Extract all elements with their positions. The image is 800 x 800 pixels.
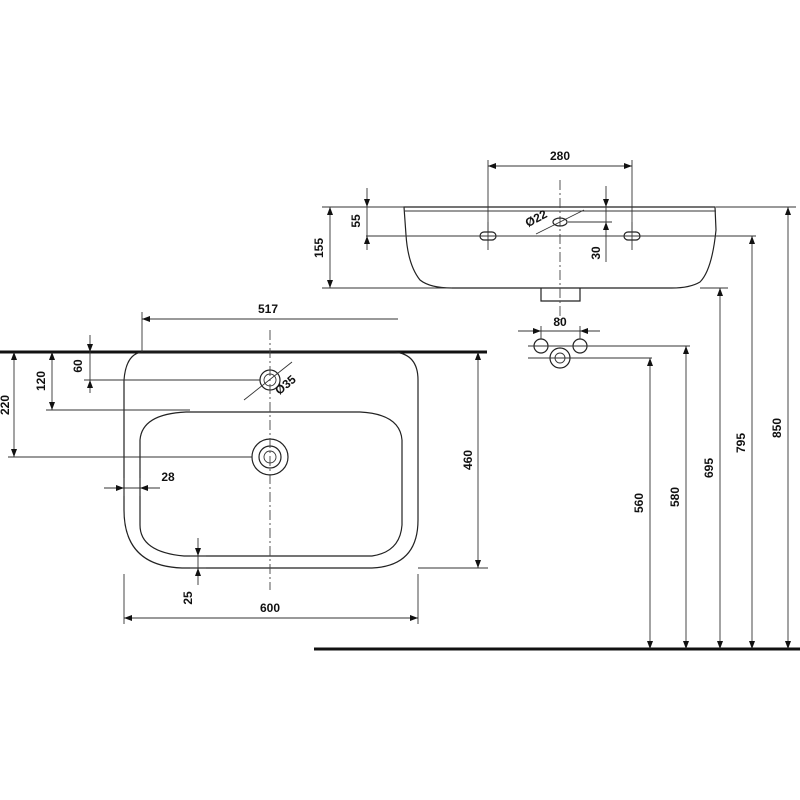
dim-280: 280	[550, 149, 570, 163]
basin-outer-outline	[123, 351, 419, 569]
dim-120: 120	[34, 371, 48, 391]
dim-30: 30	[589, 246, 603, 260]
dim-d35: Ø35	[272, 372, 299, 398]
basin-front-outline	[403, 206, 717, 289]
dim-220: 220	[0, 395, 12, 415]
front-view: 280 55 155 Ø22 30 8	[312, 149, 800, 651]
dim-850: 850	[770, 418, 784, 438]
top-view: 517 60 120 220 Ø35 28 25	[0, 302, 488, 624]
dim-28: 28	[161, 470, 175, 484]
dim-55: 55	[349, 214, 363, 228]
dim-60: 60	[71, 359, 85, 373]
drain-stub	[540, 288, 581, 302]
dim-d22: Ø22	[523, 207, 550, 230]
dim-460: 460	[461, 450, 475, 470]
dim-795: 795	[734, 433, 748, 453]
dim-155: 155	[312, 238, 326, 258]
dim-695: 695	[702, 458, 716, 478]
dim-80: 80	[553, 315, 567, 329]
basin-inner-bowl	[139, 411, 403, 557]
dim-580: 580	[668, 487, 682, 507]
dim-517: 517	[258, 302, 278, 316]
dim-560: 560	[632, 493, 646, 513]
tap-hole-front	[552, 217, 568, 227]
dim-25: 25	[181, 591, 195, 605]
dim-600: 600	[260, 601, 280, 615]
